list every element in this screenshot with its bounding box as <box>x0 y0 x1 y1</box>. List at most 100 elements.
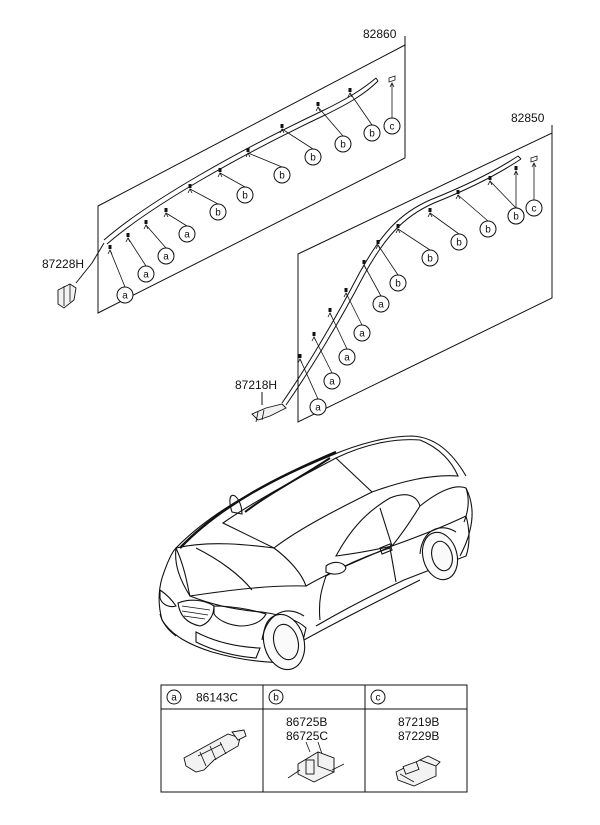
legend-b-part-1: 86725B <box>286 715 327 729</box>
lower-callout-leader-1 <box>299 358 319 400</box>
lower-clip-1 <box>298 354 302 358</box>
lower-callout-leader-9 <box>457 194 489 222</box>
upper-callout-leader-2 <box>127 237 147 267</box>
lower-callout-7: b <box>427 254 433 265</box>
lower-clip-7 <box>396 224 400 228</box>
lower-molding-strip-edge <box>285 158 522 406</box>
upper-part-number: 82860 <box>363 27 397 41</box>
lower-callout-circle-3 <box>338 348 356 366</box>
car-roof-molding-highlight <box>179 450 337 549</box>
upper-callout-11: c <box>390 122 395 133</box>
upper-callout-6: b <box>242 191 248 202</box>
upper-callout-leader-4 <box>165 212 188 227</box>
upper-clip-1 <box>108 245 112 249</box>
upper-callout-circle-9 <box>334 135 352 153</box>
upper-callout-7: b <box>279 171 285 182</box>
lower-callout-circle-12 <box>525 199 543 217</box>
upper-callout-circle-3 <box>157 247 175 265</box>
lower-callout-1: a <box>315 403 321 414</box>
lower-callout-circle-9 <box>479 220 497 238</box>
car-hood <box>175 543 307 597</box>
lower-callout-4: a <box>359 329 365 340</box>
upper-callout-8: b <box>310 153 316 164</box>
upper-callout-circle-11 <box>383 117 401 135</box>
lower-callout-leader-7 <box>397 228 431 251</box>
lower-callout-circle-1 <box>309 398 327 416</box>
legend-key-c: c <box>376 693 381 704</box>
upper-end-cap <box>388 75 396 83</box>
legend-key-circle-a <box>166 689 182 705</box>
lower-callout-leader-6 <box>377 244 399 276</box>
lower-clip-4 <box>344 288 348 292</box>
upper-callout-leader-6 <box>219 172 246 188</box>
upper-callout-leader-3 <box>145 224 167 249</box>
upper-callout-3: a <box>163 252 169 263</box>
upper-callout-circle-8 <box>304 148 322 166</box>
lower-callout-circle-2 <box>323 372 341 390</box>
legend-c-part-image <box>395 755 441 787</box>
lower-callout-11: b <box>513 212 519 223</box>
lower-callout-circle-11 <box>507 207 525 225</box>
legend-key-b: b <box>273 693 279 704</box>
legend-c-part-1: 87219B <box>398 715 439 729</box>
upper-molding-clips <box>108 75 396 249</box>
lower-callout-circle-8 <box>450 233 468 251</box>
lower-callout-12: c <box>532 204 537 215</box>
upper-clip-3 <box>144 220 148 224</box>
lower-callout-circle-6 <box>389 274 407 292</box>
upper-callout-circle-6 <box>236 186 254 204</box>
upper-clip-9 <box>316 102 320 106</box>
lower-assembly-frame <box>297 132 553 423</box>
car-windshield <box>221 457 373 549</box>
upper-callout-leader-10 <box>349 92 373 126</box>
lower-callout-3: a <box>344 353 350 364</box>
upper-callout-circle-5 <box>209 203 227 221</box>
upper-clip-4 <box>164 208 168 212</box>
upper-callout-leader-7 <box>247 152 283 168</box>
legend-a-part-image <box>183 729 247 773</box>
upper-assembly-frame <box>97 44 406 314</box>
upper-callout-leader-9 <box>317 106 344 137</box>
lower-clip-5 <box>362 260 366 264</box>
lower-callout-leader-4 <box>345 292 363 326</box>
car-grille <box>177 599 215 627</box>
upper-molding-strip-edge <box>106 80 379 245</box>
upper-molding-strip <box>103 77 377 241</box>
lower-callout-circle-4 <box>353 324 371 342</box>
upper-clip-6 <box>218 168 222 172</box>
legend-key-circle-b <box>268 689 284 705</box>
lower-end-clip-part <box>251 403 287 423</box>
lower-clip-10 <box>488 176 492 180</box>
lower-clip-11 <box>514 166 518 170</box>
lower-callout-circle-7 <box>421 249 439 267</box>
upper-end-clip-leader-2 <box>75 262 93 284</box>
upper-clip-8 <box>280 124 284 128</box>
upper-clip-7 <box>246 148 250 152</box>
lower-callout-8: b <box>456 238 462 249</box>
upper-callout-10: b <box>369 129 375 140</box>
lower-clip-9 <box>456 190 460 194</box>
lower-callout-leader-5 <box>363 264 382 297</box>
upper-callout-circle-1 <box>116 286 134 304</box>
lower-end-cap <box>530 155 538 163</box>
lower-callout-leader-8 <box>429 212 460 235</box>
upper-callout-2: a <box>143 270 149 281</box>
upper-callout-circle-4 <box>178 225 196 243</box>
legend-key-a: a <box>171 693 177 704</box>
upper-callout-4: a <box>184 230 190 241</box>
car-rear-wheel <box>421 531 459 581</box>
car-front-wheel <box>262 613 306 671</box>
legend-border <box>160 684 468 793</box>
upper-clip-10 <box>348 88 352 92</box>
upper-callout-leader-1 <box>109 249 126 288</box>
legend-c-part-2: 87229B <box>398 729 439 743</box>
legend-b-part-image <box>287 751 345 783</box>
upper-callout-leader-8 <box>281 128 314 150</box>
lower-clip-2 <box>312 332 316 336</box>
legend-a-part-1: 86143C <box>196 691 238 705</box>
lower-callout-9: b <box>485 225 491 236</box>
